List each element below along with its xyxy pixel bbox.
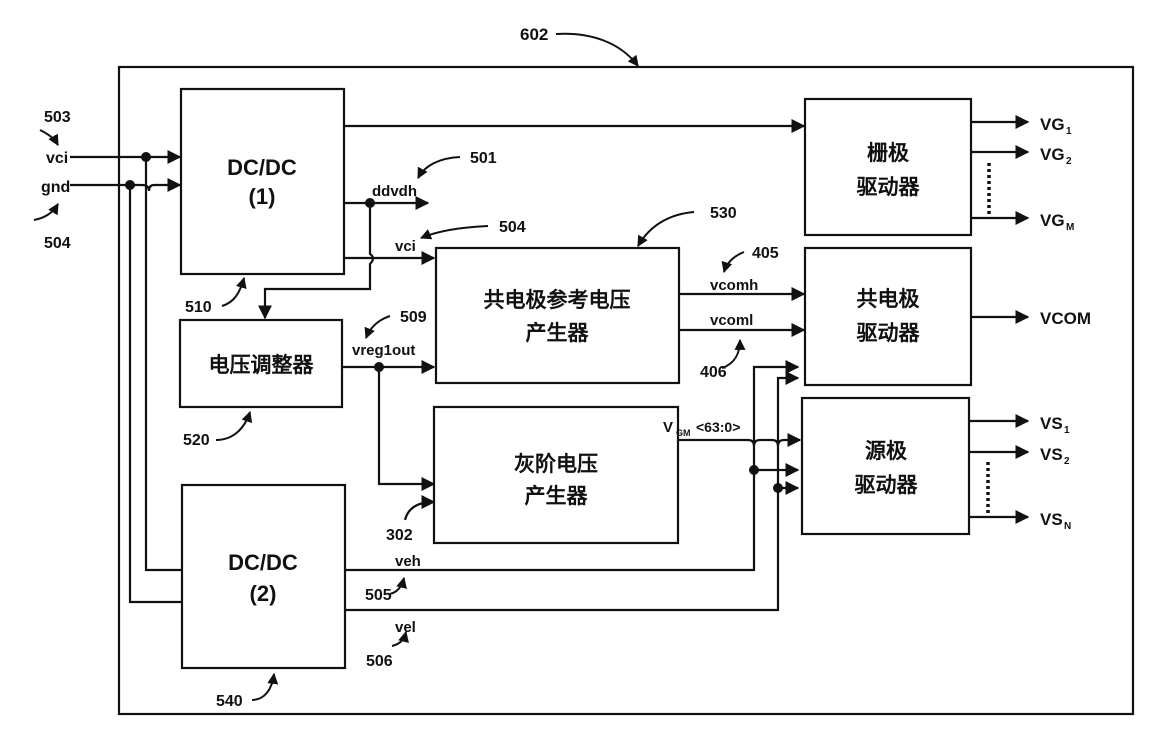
vgm-label-sub: GM: [676, 428, 691, 438]
ref-405: 405: [752, 245, 779, 262]
ref-509-pointer: [364, 315, 391, 340]
dcdc-2-title: DC/DC: [228, 550, 298, 575]
gate-driver-line2: 驱动器: [857, 175, 921, 199]
ddvdh-to-regulator-wire: [258, 203, 375, 320]
ref-509: 509: [400, 309, 427, 326]
vg2-subscript: 2: [1066, 156, 1072, 167]
ref-602: 602: [520, 25, 548, 44]
vci-rail: [144, 157, 182, 572]
vsn-label: VS: [1040, 510, 1063, 529]
source-driver-block: 源极 驱动器: [800, 396, 971, 536]
gray-gen-line1: 灰阶电压: [514, 452, 598, 476]
input-302-wire: [403, 495, 436, 521]
vci-internal-label: vci: [395, 238, 416, 255]
ref-510: 510: [185, 299, 212, 316]
ref-506: 506: [366, 653, 393, 670]
ref-503-pointer: [39, 129, 59, 146]
ref-406-pointer: [721, 338, 746, 369]
ref-505-pointer: [389, 576, 407, 595]
vs1-subscript: 1: [1064, 425, 1070, 436]
gate-driver-block: 栅极 驱动器: [803, 97, 973, 237]
ref-505: 505: [365, 587, 392, 604]
vg1-label: VG: [1040, 115, 1065, 134]
ref-504-pointer: [33, 203, 59, 221]
ref-406: 406: [700, 364, 727, 381]
junction-dot: [125, 180, 135, 190]
vgm-label-main: V: [663, 419, 673, 436]
ref-302: 302: [386, 527, 413, 544]
gnd-input-label: gnd: [41, 179, 70, 196]
output-vg1: VG 1: [1040, 115, 1072, 137]
junction-dot: [141, 152, 151, 162]
source-driver-line2: 驱动器: [855, 473, 919, 497]
ref-520: 520: [183, 432, 210, 449]
dcdc-1-title: DC/DC: [227, 155, 297, 180]
source-driver-line1: 源极: [865, 439, 908, 463]
vgm-label: VG: [1040, 211, 1065, 230]
ref-504-vci: 504: [499, 219, 526, 236]
vcom-driver-line2: 驱动器: [857, 321, 921, 345]
junction-dot: [773, 483, 783, 493]
ref-506-pointer: [391, 630, 409, 647]
ref-501-pointer: [417, 156, 461, 179]
vreg1out-to-gray-gen-wire: [377, 367, 436, 491]
ref-503: 503: [44, 109, 71, 126]
ref-501: 501: [470, 150, 497, 167]
output-vgm: VG M: [1040, 211, 1074, 233]
vs1-label: VS: [1040, 414, 1063, 433]
ref-540: 540: [216, 693, 243, 710]
vcom-label: VCOM: [1040, 309, 1091, 328]
voltage-regulator-label: 电压调整器: [209, 353, 315, 377]
ref-602-pointer: [555, 32, 639, 67]
ref-504-input: 504: [44, 235, 71, 252]
voltage-regulator-block: 电压调整器: [178, 318, 344, 409]
vcom-reference-generator-block: 共电极参考电压 产生器: [434, 246, 681, 385]
vci-input-label: vci: [46, 150, 68, 167]
vcom-driver-block: 共电极 驱动器: [803, 246, 973, 387]
vel-wire: [345, 371, 800, 612]
ref-530-pointer: [637, 211, 695, 247]
ddvdh-label: ddvdh: [372, 183, 417, 200]
dcdc-1-block: DC/DC (1): [179, 87, 346, 276]
vcomh-label: vcomh: [710, 277, 758, 294]
output-vs1: VS 1: [1040, 414, 1070, 436]
output-vs2: VS 2: [1040, 445, 1070, 467]
ref-530: 530: [710, 205, 737, 222]
vreg1out-label: vreg1out: [352, 342, 415, 359]
ref-504-vci-pointer: [419, 225, 489, 240]
vgm-subscript: M: [1066, 222, 1074, 233]
gray-gen-line2: 产生器: [525, 484, 589, 508]
gray-level-generator-block: 灰阶电压 产生器: [432, 405, 680, 545]
gnd-input-wire: [70, 178, 182, 192]
vg2-label: VG: [1040, 145, 1065, 164]
junction-dot: [749, 465, 759, 475]
vgm-bus-width: <63:0>: [696, 419, 740, 435]
output-vcom: VCOM: [1040, 309, 1091, 328]
gnd-rail: [128, 185, 182, 604]
dcdc-2-index: (2): [250, 581, 277, 606]
ref-405-pointer: [721, 251, 745, 274]
vs2-subscript: 2: [1064, 456, 1070, 467]
ref-520-pointer: [215, 410, 253, 441]
ref-510-pointer: [221, 276, 247, 307]
output-vsn: VS N: [1040, 510, 1071, 532]
dcdc-2-block: DC/DC (2): [180, 483, 347, 670]
vsn-subscript: N: [1064, 521, 1071, 532]
vs2-label: VS: [1040, 445, 1063, 464]
vcom-driver-line1: 共电极: [857, 287, 921, 311]
vcoml-label: vcoml: [710, 312, 753, 329]
ref-540-pointer: [251, 672, 279, 701]
gate-driver-line1: 栅极: [867, 141, 910, 165]
veh-label: veh: [395, 553, 421, 570]
vg1-subscript: 1: [1066, 126, 1072, 137]
output-vg2: VG 2: [1040, 145, 1072, 167]
dcdc-1-index: (1): [249, 184, 276, 209]
vcom-ref-gen-line1: 共电极参考电压: [484, 288, 631, 312]
vcom-ref-gen-line2: 产生器: [526, 321, 590, 345]
